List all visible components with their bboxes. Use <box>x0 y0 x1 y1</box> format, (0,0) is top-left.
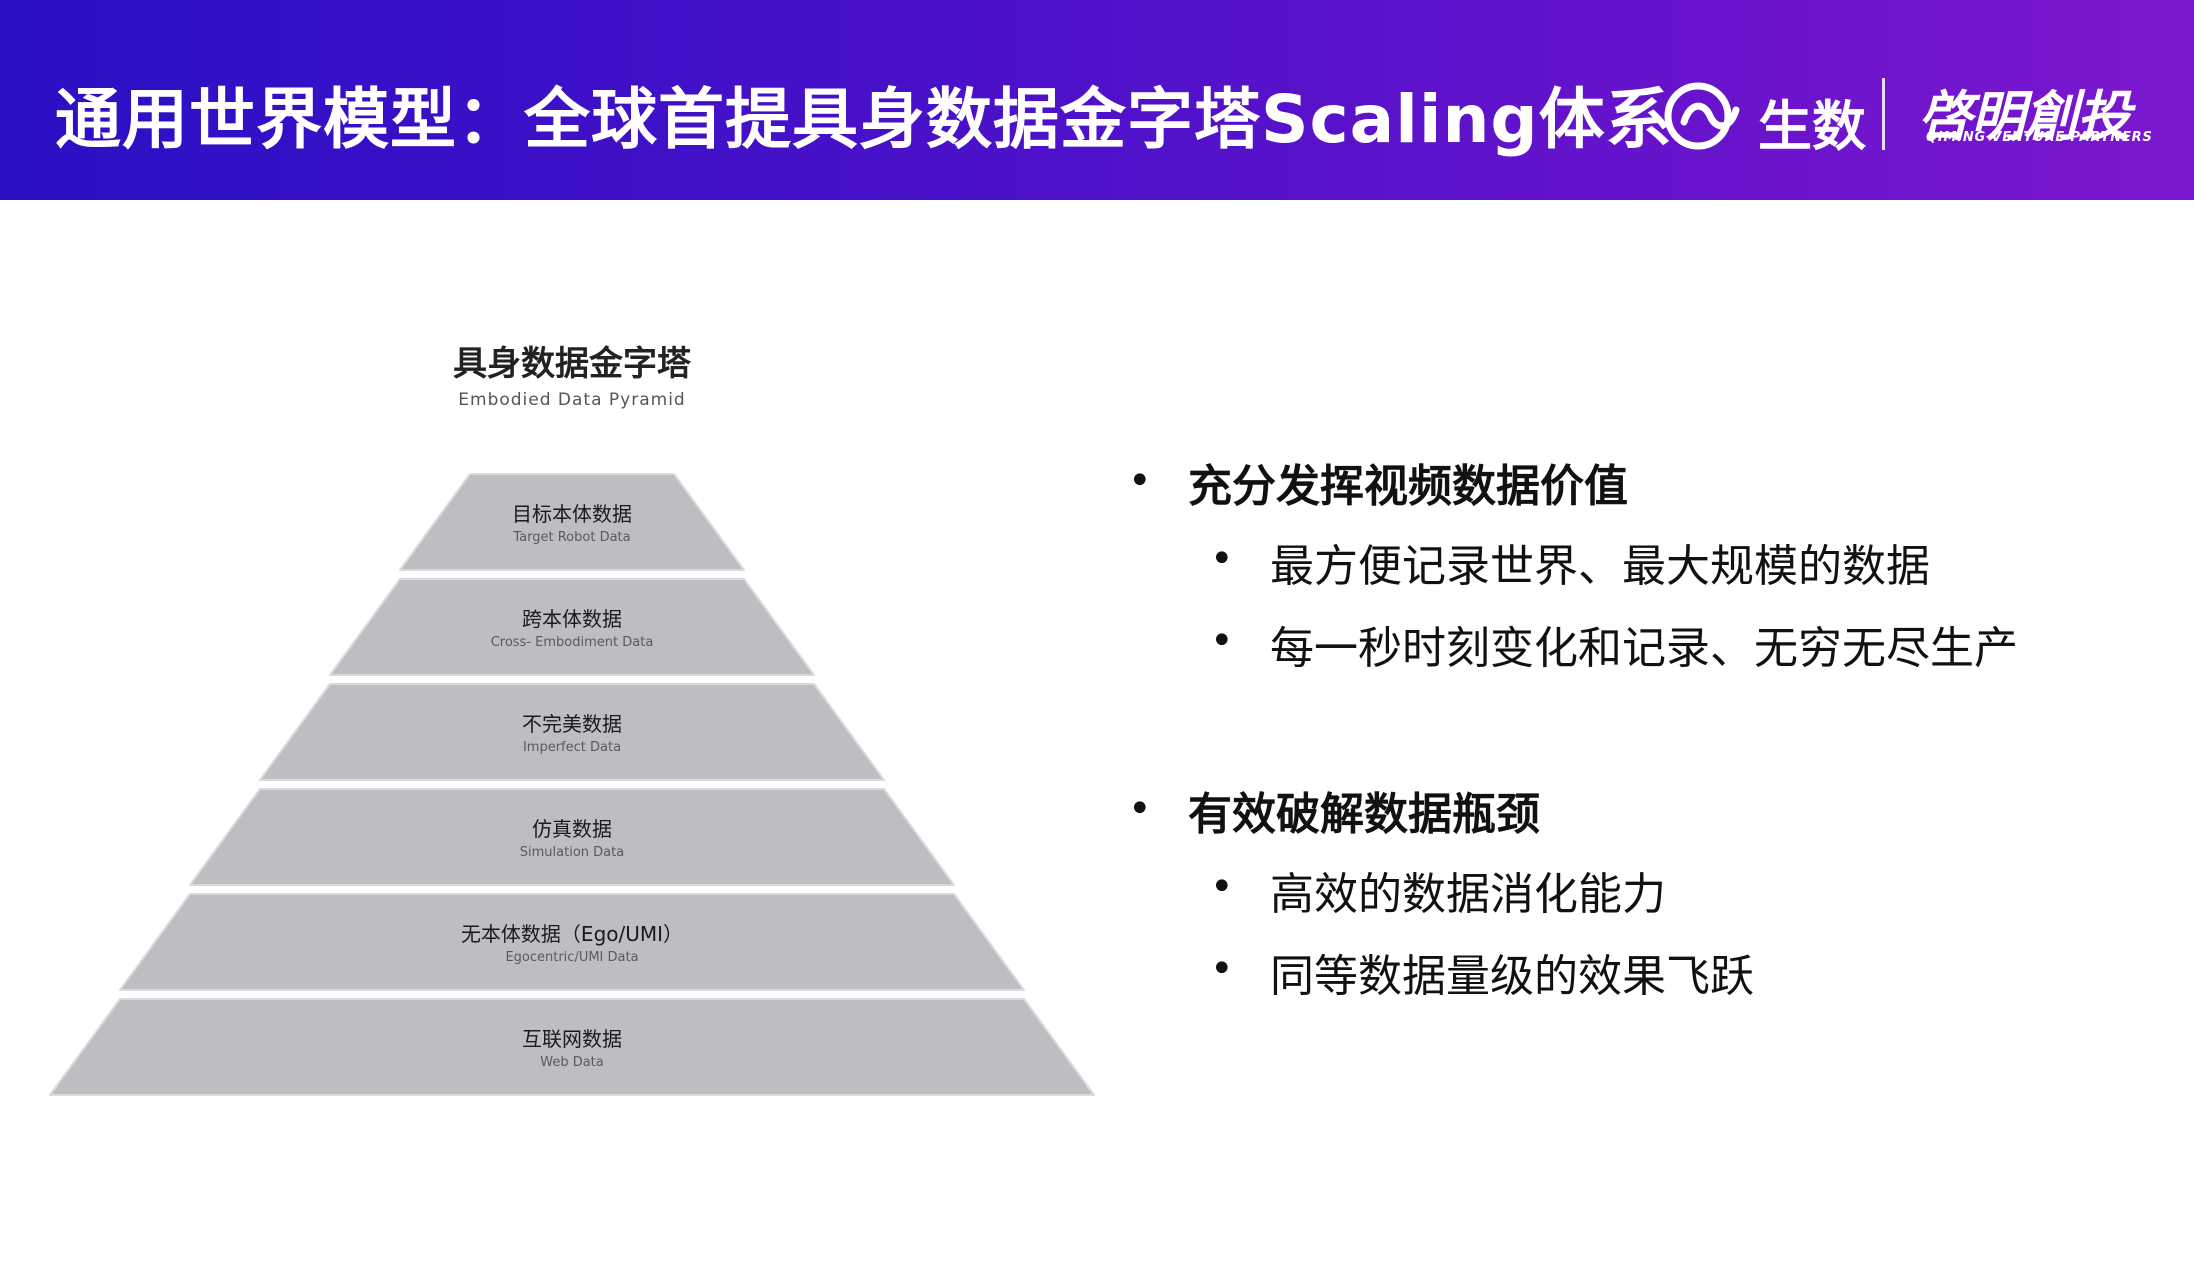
point-item: 每一秒时刻变化和记录、无穷无尽生产 <box>1270 623 2018 674</box>
bullet-dot: • <box>1210 618 1234 664</box>
pyramid-tier <box>119 893 1025 991</box>
pyramid-tier-sublabel: Egocentric/UMI Data <box>505 950 639 965</box>
pyramid-tier-sublabel: Cross- Embodiment Data <box>490 635 654 650</box>
pyramid-tier <box>189 788 955 886</box>
bullet-dot: • <box>1128 458 1152 504</box>
pyramid-tier-sublabel: Simulation Data <box>519 845 625 860</box>
bullet-dot: • <box>1128 786 1152 832</box>
pyramid-tier-sublabel: Imperfect Data <box>522 740 622 755</box>
pyramid-tier-label: 不完美数据 <box>522 712 622 736</box>
header-banner: 通用世界模型：全球首提具身数据金字塔Scaling体系 生数 啓明創投 QIMI… <box>0 0 2194 200</box>
point-heading: 有效破解数据瓶颈 <box>1188 789 1540 840</box>
bullet-dot: • <box>1210 946 1234 992</box>
pyramid-tier-label: 仿真数据 <box>532 817 612 841</box>
point-item: 最方便记录世界、最大规模的数据 <box>1270 541 1930 592</box>
pyramid-tier-label: 无本体数据（Ego/UMI） <box>460 922 684 946</box>
point-item: 高效的数据消化能力 <box>1270 869 1666 920</box>
pyramid-tier <box>49 998 1095 1096</box>
pyramid-tier-sublabel: Target Robot Data <box>513 530 631 545</box>
bullet-dot: • <box>1210 536 1234 582</box>
point-heading: 充分发挥视频数据价值 <box>1188 461 1628 512</box>
pyramid-tier <box>329 578 815 676</box>
pyramid-tier <box>399 473 745 571</box>
pyramid-tier <box>259 683 885 781</box>
pyramid-title: 具身数据金字塔 <box>453 344 691 384</box>
page-title: 通用世界模型：全球首提具身数据金字塔Scaling体系 <box>55 81 1673 158</box>
qiming-logo-subtext: QIMING VENTURE PARTNERS <box>1926 130 2153 145</box>
bullet-dot: • <box>1210 864 1234 910</box>
shengshu-logo-text: 生数 <box>1758 95 1866 158</box>
pyramid-tier-label: 跨本体数据 <box>522 607 622 631</box>
qiming-logo-text: 啓明創投 <box>1918 85 2131 148</box>
logo-divider <box>1882 78 1885 150</box>
pyramid-tier-sublabel: Web Data <box>540 1055 604 1070</box>
point-item: 同等数据量级的效果飞跃 <box>1270 951 1754 1002</box>
pyramid-tier-label: 互联网数据 <box>522 1027 622 1051</box>
pyramid-tier-label: 目标本体数据 <box>512 502 632 526</box>
shengshu-logo-icon <box>1664 82 1740 150</box>
pyramid-subtitle: Embodied Data Pyramid <box>458 390 686 410</box>
